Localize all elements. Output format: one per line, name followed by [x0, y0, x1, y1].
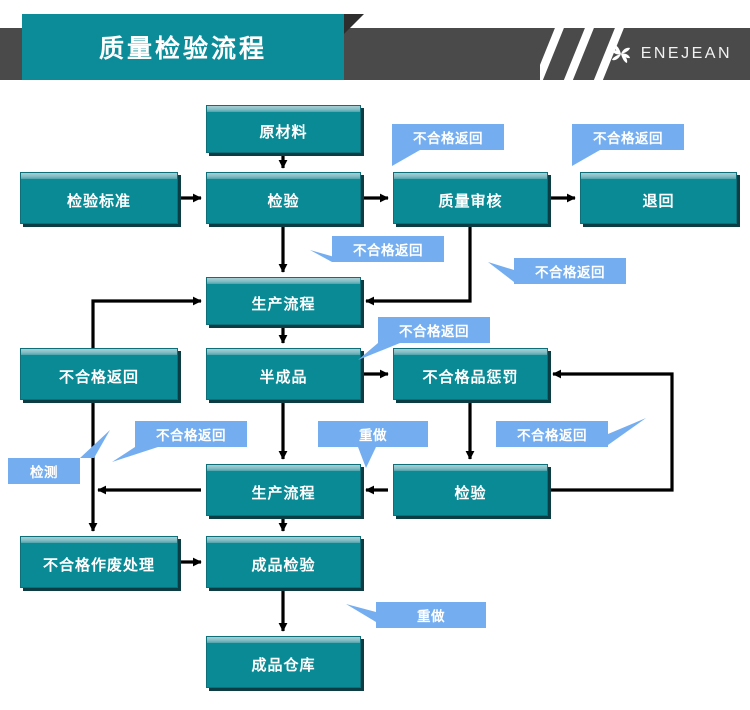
callout-detection: 检测 [8, 458, 80, 484]
node-label: 生产流程 [251, 483, 316, 502]
node-label: 生产流程 [251, 294, 316, 313]
node-semi-finished[interactable]: 半成品 [206, 348, 361, 400]
node-finished-warehouse[interactable]: 成品仓库 [206, 636, 361, 688]
node-label: 不合格返回 [58, 367, 139, 386]
callout-label: 不合格返回 [156, 428, 226, 444]
node-inspection-standard[interactable]: 检验标准 [20, 172, 178, 224]
callout-label: 不合格返回 [399, 324, 469, 340]
page-title-text: 质量检验流程 [98, 34, 267, 63]
callout-label: 不合格返回 [535, 265, 605, 281]
node-label: 不合格品惩罚 [422, 367, 519, 386]
callout-tail-5 [358, 343, 400, 360]
callout-label: 不合格返回 [517, 428, 587, 444]
node-production-flow-1[interactable]: 生产流程 [206, 277, 361, 325]
node-defect-penalty[interactable]: 不合格品惩罚 [393, 348, 548, 400]
node-label: 检验 [454, 483, 487, 502]
node-finished-inspection[interactable]: 成品检验 [206, 536, 361, 588]
callout-tail-2 [572, 150, 600, 166]
callout-tail-10 [346, 604, 376, 622]
callout-tail-4 [488, 262, 514, 282]
node-label: 退回 [642, 191, 675, 210]
node-label: 质量审核 [438, 191, 503, 210]
node-label: 半成品 [259, 367, 308, 386]
callout-tail-1 [392, 150, 420, 166]
callout-label: 重做 [417, 609, 445, 625]
callout-label: 不合格返回 [593, 131, 663, 147]
callout-tail-8 [358, 447, 376, 468]
callout-unqualified-return-1: 不合格返回 [392, 124, 504, 150]
node-production-flow-2[interactable]: 生产流程 [206, 464, 361, 516]
node-scrap-handling[interactable]: 不合格作废处理 [20, 536, 178, 588]
node-label: 原材料 [259, 122, 308, 141]
node-inspection-1[interactable]: 检验 [206, 172, 361, 224]
brand-name: ENEJEAN [640, 45, 732, 62]
node-inspection-2[interactable]: 检验 [393, 464, 548, 516]
title-tab-fold [344, 14, 364, 34]
node-label: 成品检验 [251, 555, 316, 574]
callout-unqualified-return-6: 不合格返回 [135, 421, 247, 447]
node-quality-audit[interactable]: 质量审核 [393, 172, 548, 224]
callout-tail-7 [112, 447, 158, 462]
node-return[interactable]: 退回 [580, 172, 737, 224]
callout-unqualified-return-7: 不合格返回 [496, 421, 608, 447]
node-label: 检验标准 [66, 191, 131, 210]
callout-unqualified-return-5: 不合格返回 [378, 317, 490, 343]
node-label: 检验 [267, 191, 300, 210]
callout-label: 检测 [30, 465, 58, 481]
page-title: 质量检验流程 [22, 14, 344, 80]
callout-tail-9 [608, 418, 646, 445]
node-label: 不合格作废处理 [42, 555, 155, 574]
callout-label: 重做 [359, 428, 387, 444]
callout-tail-6 [80, 430, 110, 458]
node-label: 成品仓库 [251, 655, 316, 674]
callout-rework-1: 重做 [318, 421, 428, 447]
callout-label: 不合格返回 [353, 243, 423, 259]
callout-unqualified-return-2: 不合格返回 [572, 124, 684, 150]
callout-unqualified-return-4: 不合格返回 [514, 258, 626, 284]
pinwheel-flower-icon [611, 45, 630, 63]
brand-logo: ENEJEAN [609, 41, 732, 67]
node-unqualified-return[interactable]: 不合格返回 [20, 348, 178, 400]
callout-unqualified-return-3: 不合格返回 [332, 236, 444, 262]
node-raw-material[interactable]: 原材料 [206, 105, 361, 153]
callout-rework-2: 重做 [376, 602, 486, 628]
callout-label: 不合格返回 [413, 131, 483, 147]
